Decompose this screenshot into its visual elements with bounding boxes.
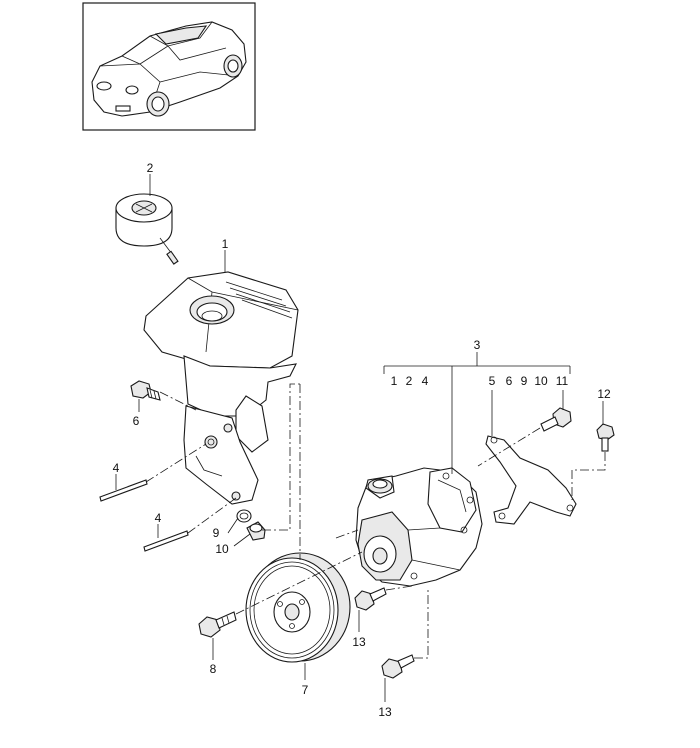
group-3-item: 11: [556, 374, 569, 388]
assembly-lines: [145, 383, 606, 659]
vehicle-thumbnail: [82, 2, 256, 131]
bolt-13-upper: [354, 587, 387, 611]
pin-4-lower: [143, 530, 189, 552]
o-ring-9: [236, 509, 252, 523]
power-steering-pump: [355, 467, 483, 587]
bolt-13-lower: [381, 654, 415, 679]
group-3-item: 2: [406, 374, 413, 388]
fitting-10: [246, 521, 266, 541]
callout-2: 2: [147, 161, 154, 175]
callout-12: 12: [597, 387, 611, 401]
group-3-item: 10: [534, 374, 548, 388]
group-3-item-list: 1 2 4 6 9 10 11: [391, 374, 569, 388]
group-3-item: 1: [391, 374, 398, 388]
bolt-8: [198, 611, 237, 638]
callout-5: 5: [489, 374, 496, 388]
pulley-7: [245, 552, 351, 663]
callouts: 2 1 3 6 4 4 9 10 8 7 13 13 12 5: [113, 161, 611, 719]
fluid-reservoir: [143, 271, 299, 505]
callout-8: 8: [210, 662, 217, 676]
callout-10: 10: [215, 542, 229, 556]
callout-1: 1: [222, 237, 229, 251]
bolt-12: [596, 423, 615, 452]
group-3-item: 6: [506, 374, 513, 388]
pump-bracket-5: [485, 435, 577, 525]
bolt-11: [540, 407, 572, 432]
leader-lines: [115, 174, 604, 702]
group-3-item: 4: [422, 374, 429, 388]
callout-9: 9: [213, 526, 220, 540]
callout-13-upper: 13: [352, 635, 366, 649]
callout-7: 7: [302, 683, 309, 697]
car-illustration: [91, 21, 247, 117]
callout-4-lower: 4: [155, 511, 162, 525]
callout-4-upper: 4: [113, 461, 120, 475]
bolt-6: [130, 380, 161, 401]
reservoir-cap: [115, 193, 179, 265]
callout-6: 6: [133, 414, 140, 428]
group-3-item: 9: [521, 374, 528, 388]
pin-4-upper: [99, 479, 148, 502]
callout-13-lower: 13: [378, 705, 392, 719]
callout-3: 3: [474, 338, 481, 352]
